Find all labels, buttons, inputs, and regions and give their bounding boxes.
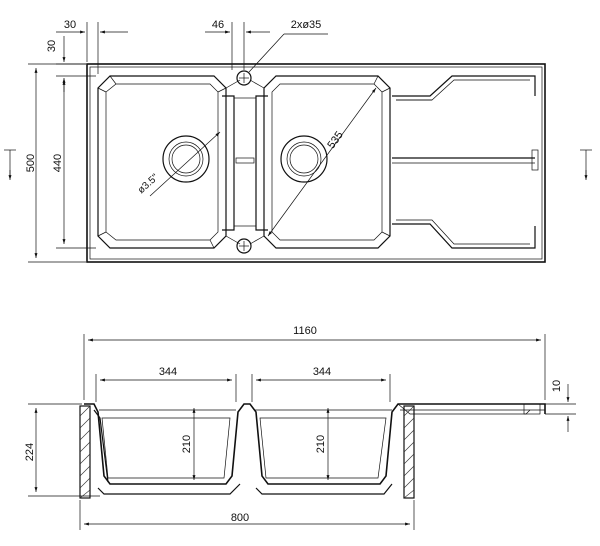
dim-top-margin: 30: [46, 36, 86, 92]
dim-bowl-left-width: 344: [95, 366, 237, 402]
dim-rim: 10: [545, 380, 576, 432]
right-drain: [280, 135, 328, 183]
left-bowl: [97, 75, 227, 249]
right-bowl: [263, 75, 391, 249]
section-marker-left: [4, 149, 16, 180]
sink-outline: [86, 63, 546, 263]
dim-left-margin-label: 30: [64, 19, 76, 31]
dim-diagonal-label: 535: [325, 129, 345, 151]
callout-holes-label: 2xø35: [291, 19, 322, 31]
left-drain: [162, 135, 210, 183]
top-view: 500 440 30 30: [4, 19, 592, 263]
dim-left-margin: 30: [56, 19, 128, 74]
tap-hole-bottom: [236, 238, 252, 254]
dim-bowl-left-width-label: 344: [159, 366, 177, 378]
sink-rim-inner: [89, 66, 543, 260]
dim-bowl-right-depth: 210: [315, 408, 330, 480]
dim-drain-label: ø3.5": [136, 172, 161, 196]
dim-overall-height: 224: [24, 403, 100, 497]
dim-bowl-left-depth: 210: [181, 408, 196, 480]
dim-overall-depth-label: 500: [25, 154, 37, 172]
dim-bowl-depth-label: 440: [52, 154, 64, 172]
dim-bowl-right-width: 344: [251, 366, 391, 402]
dim-top-margin-label: 30: [46, 40, 58, 52]
dim-overall-depth: 500: [25, 63, 86, 263]
cabinet-wall-left: [79, 405, 91, 499]
section-view: 1160 344 344 210 210 224: [24, 325, 576, 530]
dim-overall-width: 1160: [83, 325, 546, 400]
center-divider: [222, 70, 268, 254]
dim-diagonal: 535: [267, 87, 377, 237]
dim-cabinet-width: 800: [79, 500, 415, 530]
dim-overall-height-label: 224: [24, 443, 36, 461]
dim-bowl-depth: 440: [52, 75, 96, 249]
dim-tap-offset: 46: [205, 19, 270, 70]
tap-hole-top: [236, 70, 252, 86]
cabinet-wall-right: [403, 405, 415, 499]
dim-bowl-right-depth-label: 210: [315, 435, 327, 453]
dim-rim-label: 10: [551, 380, 563, 392]
dim-overall-width-label: 1160: [293, 325, 317, 337]
sink-profile: [84, 403, 546, 485]
dim-drain: ø3.5": [136, 131, 221, 197]
callout-holes: 2xø35: [248, 19, 328, 73]
dim-bowl-left-depth-label: 210: [181, 435, 193, 453]
dim-cabinet-width-label: 800: [231, 512, 249, 524]
drainboard: [392, 75, 539, 249]
dim-bowl-right-width-label: 344: [313, 366, 331, 378]
section-marker-right: [580, 149, 592, 180]
dim-tap-offset-label: 46: [212, 19, 224, 31]
